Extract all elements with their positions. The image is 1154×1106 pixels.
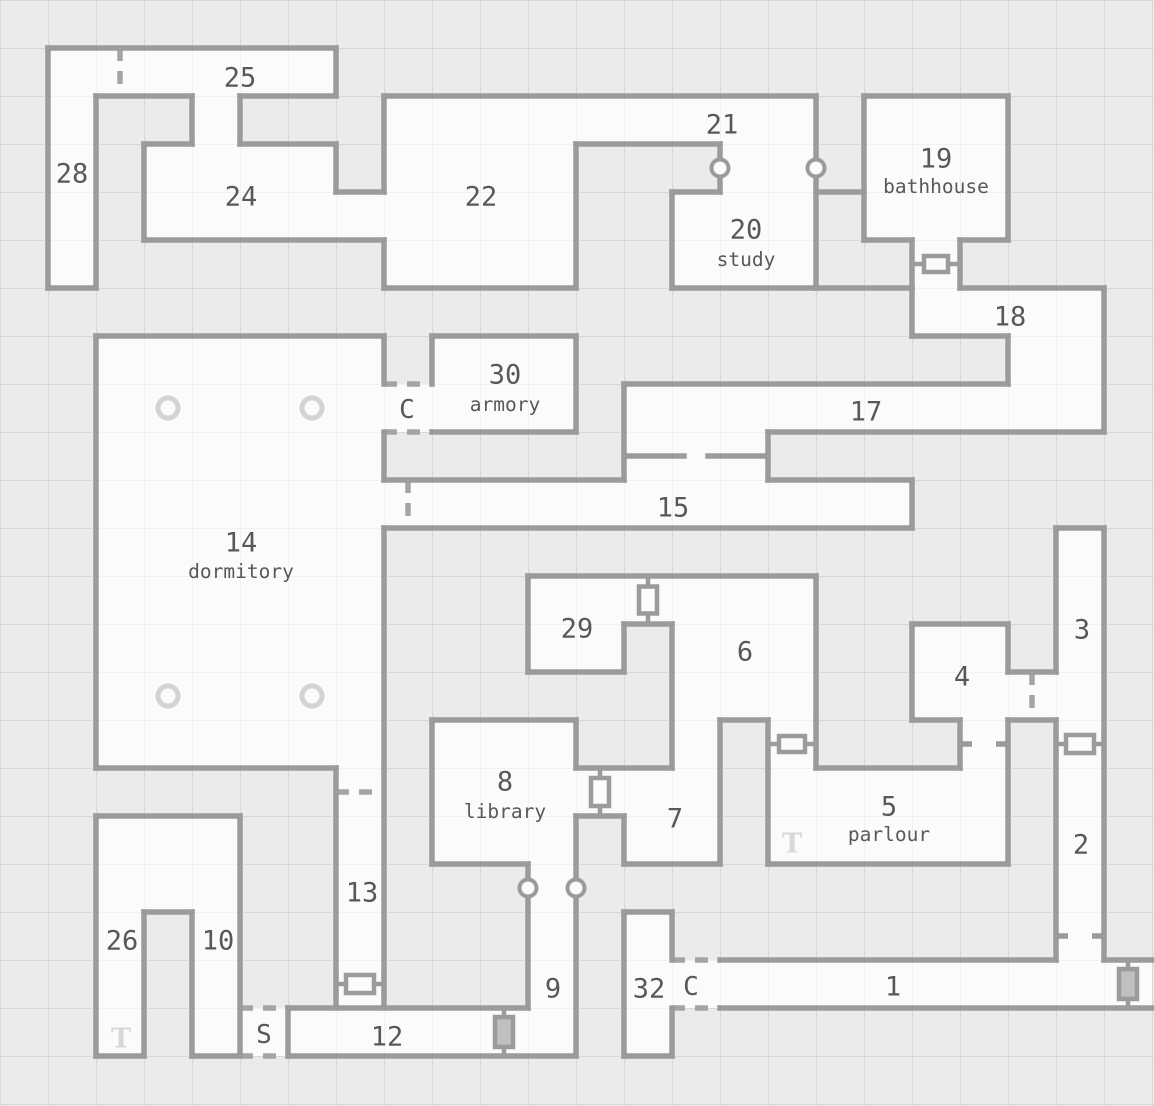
walls [45, 45, 1154, 1059]
door-letter-label: C [399, 395, 415, 425]
room-name-label: bathhouse [883, 175, 989, 198]
room-number-label: 24 [225, 181, 258, 212]
room-number-label: 5 [881, 791, 897, 822]
room-floor [1056, 528, 1104, 720]
archway-stubs [960, 741, 1104, 939]
door-icon [336, 972, 384, 996]
trap-marker: T [111, 1023, 131, 1054]
trap-marker: T [782, 828, 802, 859]
room-name-label: study [717, 248, 776, 271]
room-floor [336, 768, 384, 1008]
door-icon [636, 576, 660, 624]
room-number-label: 32 [633, 973, 666, 1004]
room-number-label: 21 [706, 109, 739, 140]
arches [517, 157, 827, 899]
room-number-label: 19 [920, 143, 953, 174]
room-floor [912, 624, 1008, 720]
room-name-label: library [464, 800, 546, 823]
room-floor [864, 96, 1008, 240]
room-number-label: 9 [545, 973, 561, 1004]
arch-icon [709, 157, 731, 179]
room-number-label: 26 [106, 925, 139, 956]
room-number-label: 25 [224, 62, 257, 93]
locked-door-icon [1116, 960, 1140, 1008]
room-number-label: 15 [657, 492, 690, 523]
room-floor [432, 336, 576, 432]
room-number-label: 18 [994, 301, 1027, 332]
room-number-label: 8 [497, 766, 513, 797]
room-number-label: 14 [225, 527, 258, 558]
room-name-label: armory [470, 393, 540, 416]
pillar-icon [299, 683, 325, 709]
room-floor [768, 768, 1008, 864]
room-number-label: 12 [371, 1021, 404, 1052]
door-icon [1056, 732, 1104, 756]
pillar-icon [155, 683, 181, 709]
room-floor [672, 576, 816, 720]
room-number-label: 13 [346, 877, 379, 908]
room-number-label: 1 [885, 971, 901, 1002]
door-panel [492, 1014, 516, 1050]
room-floor [528, 576, 624, 672]
room-floor [528, 864, 576, 1056]
pillars [155, 395, 325, 709]
door-panel [343, 972, 377, 996]
doors [336, 253, 1140, 1056]
arch-icon [565, 877, 587, 899]
room-floor [240, 1008, 288, 1056]
room-floor [912, 288, 1104, 336]
room-number-label: 3 [1074, 614, 1090, 645]
room-number-label: 20 [730, 214, 763, 245]
door-panel [776, 733, 808, 755]
room-number-label: 10 [202, 925, 235, 956]
room-floor [96, 816, 240, 1056]
room-floor [1008, 336, 1104, 384]
pillar-icon [155, 395, 181, 421]
door-icon [588, 768, 612, 816]
room-number-label: 17 [850, 396, 883, 427]
room-floor [1056, 768, 1104, 960]
room-number-label: 28 [56, 158, 89, 189]
room-name-label: parlour [848, 823, 930, 846]
door-icon [768, 733, 816, 755]
pillar-icon [299, 395, 325, 421]
room-number-label: 7 [667, 803, 683, 834]
room-floor [624, 768, 720, 864]
room-floor [144, 96, 384, 240]
room-floor [624, 912, 672, 1056]
room-number-label: 22 [465, 181, 498, 212]
room-floor [384, 480, 912, 528]
door-panel [1063, 732, 1097, 756]
door-letter-label: C [683, 972, 699, 1002]
room-number-label: 29 [561, 613, 594, 644]
door-panel [588, 775, 612, 809]
room-floor [624, 384, 1104, 432]
room-floor [672, 720, 720, 768]
arch-icon [517, 877, 539, 899]
room-name-label: dormitory [188, 560, 294, 583]
room-number-label: 2 [1073, 829, 1089, 860]
room-floor [720, 960, 1152, 1008]
secret-walls [117, 48, 1035, 1059]
locked-door-icon [492, 1008, 516, 1056]
room-number-label: 4 [954, 661, 970, 692]
room-floor [672, 960, 720, 1008]
room-floor [384, 384, 432, 432]
door-icon [912, 253, 960, 275]
room-number-label: 6 [737, 636, 753, 667]
arch-icon [805, 157, 827, 179]
room-number-label: 30 [489, 359, 522, 390]
room-floors [48, 48, 1152, 1056]
room-floor [432, 720, 576, 864]
door-panel [921, 253, 951, 275]
door-panel [1116, 966, 1140, 1002]
room-floor [96, 336, 384, 768]
door-panel [636, 584, 660, 616]
door-letter-label: S [256, 1020, 272, 1050]
room-floor [960, 720, 1008, 768]
room-floor [624, 432, 768, 480]
